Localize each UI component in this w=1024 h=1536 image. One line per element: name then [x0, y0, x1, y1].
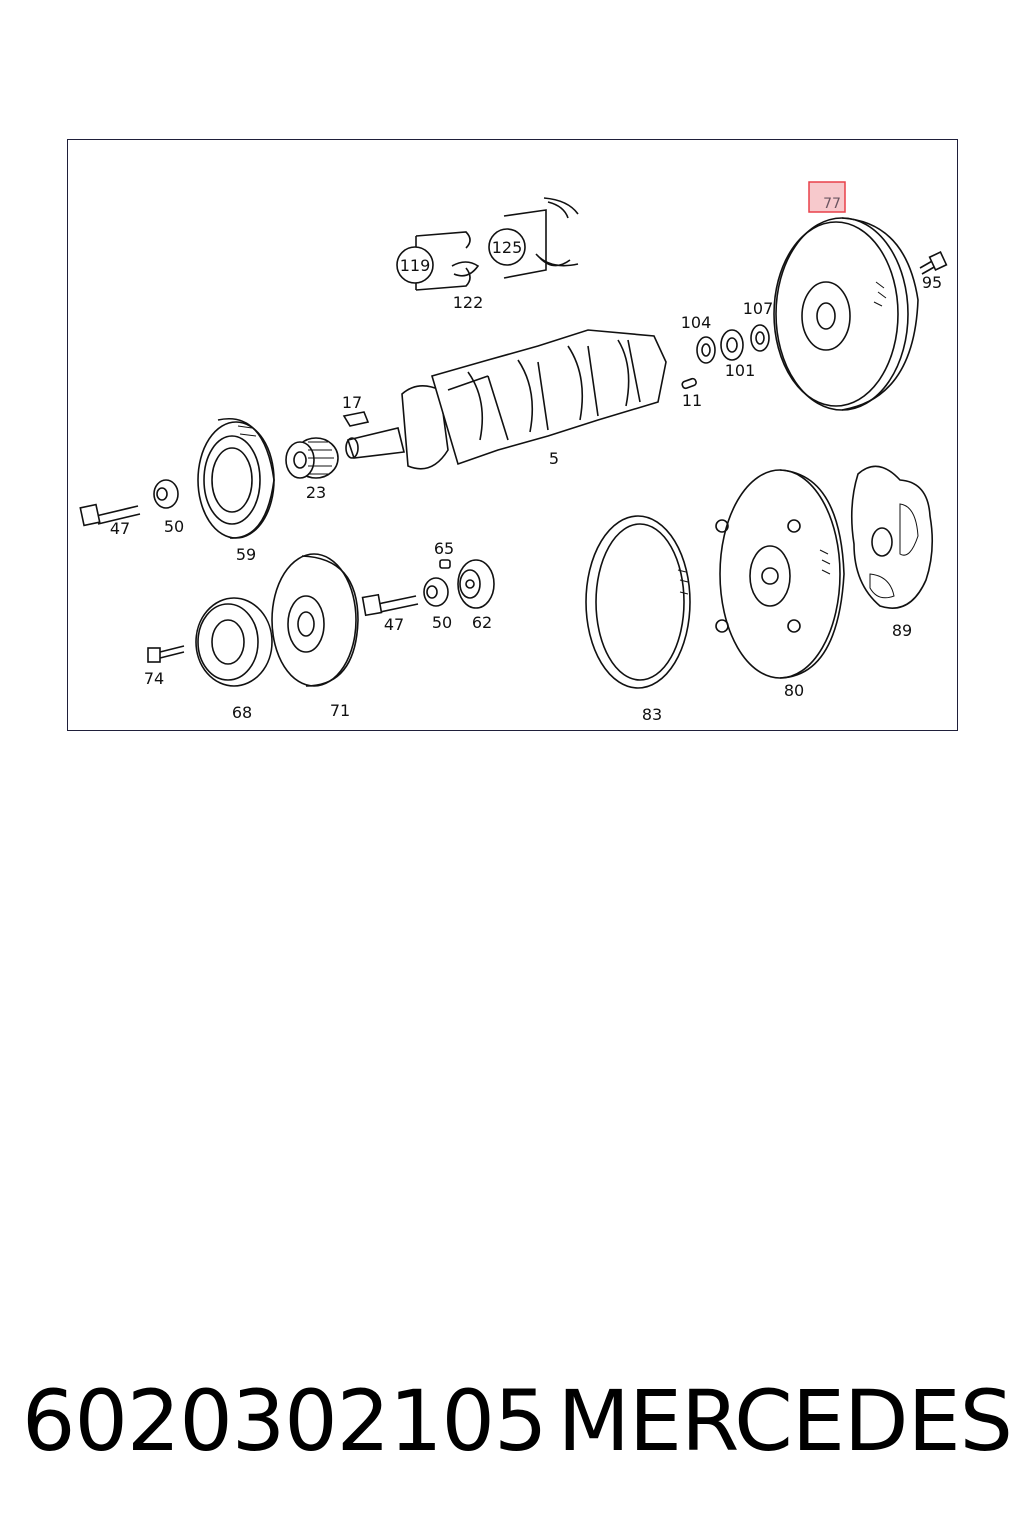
callout-104: 104: [681, 313, 712, 332]
footer-caption: 6020302105 MERCEDES: [22, 1366, 1013, 1476]
callout-80: 80: [784, 681, 804, 700]
callout-89: 89: [892, 621, 912, 640]
crankshaft-5: [345, 329, 667, 470]
svg-text:125: 125: [492, 238, 523, 257]
key-17: [342, 411, 370, 427]
vibration-damper-71: [271, 553, 359, 687]
callout-62: 62: [472, 613, 492, 632]
drive-plate-80: [715, 469, 845, 679]
seal-104: [696, 336, 716, 364]
hub-62: [457, 559, 495, 609]
bearing-shells-group: [415, 197, 579, 291]
callout-11: 11: [682, 391, 702, 410]
brand-name: MERCEDES: [557, 1372, 1013, 1470]
pulley-hub-59: [197, 418, 275, 539]
callout-68: 68: [232, 703, 252, 722]
seal-107: [750, 324, 770, 352]
callout-5: 5: [549, 449, 559, 468]
pin-65: [439, 559, 451, 569]
callout-17: 17: [342, 393, 362, 412]
exploded-parts-diagram: 119 125 122 77 95: [79, 181, 948, 724]
svg-text:119: 119: [400, 256, 431, 275]
callout-59: 59: [236, 545, 256, 564]
part-number: 6020302105: [22, 1372, 547, 1470]
bolt-47-top: [79, 503, 141, 527]
pin-11: [681, 377, 697, 390]
flywheel-77: [773, 217, 919, 411]
ring-gear-83: [585, 515, 691, 689]
callout-23: 23: [306, 483, 326, 502]
spacer-plate-89: [850, 465, 934, 609]
gear-23: [285, 437, 339, 479]
callout-74: 74: [144, 669, 164, 688]
callout-71: 71: [330, 701, 350, 720]
callout-107: 107: [743, 299, 774, 318]
callout-119: 119: [396, 246, 434, 284]
callout-125: 125: [488, 228, 526, 266]
washer-50-top: [153, 479, 179, 509]
callout-50-top: 50: [164, 517, 184, 536]
callout-47-top: 47: [110, 519, 130, 538]
callout-77: 77: [823, 196, 841, 212]
bolt-95: [919, 251, 948, 275]
bearing-101: [720, 329, 744, 361]
highlight-box-77: [808, 181, 846, 213]
parts-diagram-frame: 119 125 122 77 95: [67, 139, 958, 731]
callout-50-bottom: 50: [432, 613, 452, 632]
callout-83: 83: [642, 705, 662, 724]
callout-122: 122: [453, 293, 484, 312]
callout-65: 65: [434, 539, 454, 558]
bolt-47-bottom: [361, 593, 419, 617]
bolt-74: [147, 645, 185, 663]
pulley-68: [195, 597, 273, 687]
callout-47-bottom: 47: [384, 615, 404, 634]
washer-50-bottom: [423, 577, 449, 607]
callout-101: 101: [725, 361, 756, 380]
callout-95: 95: [922, 273, 942, 292]
